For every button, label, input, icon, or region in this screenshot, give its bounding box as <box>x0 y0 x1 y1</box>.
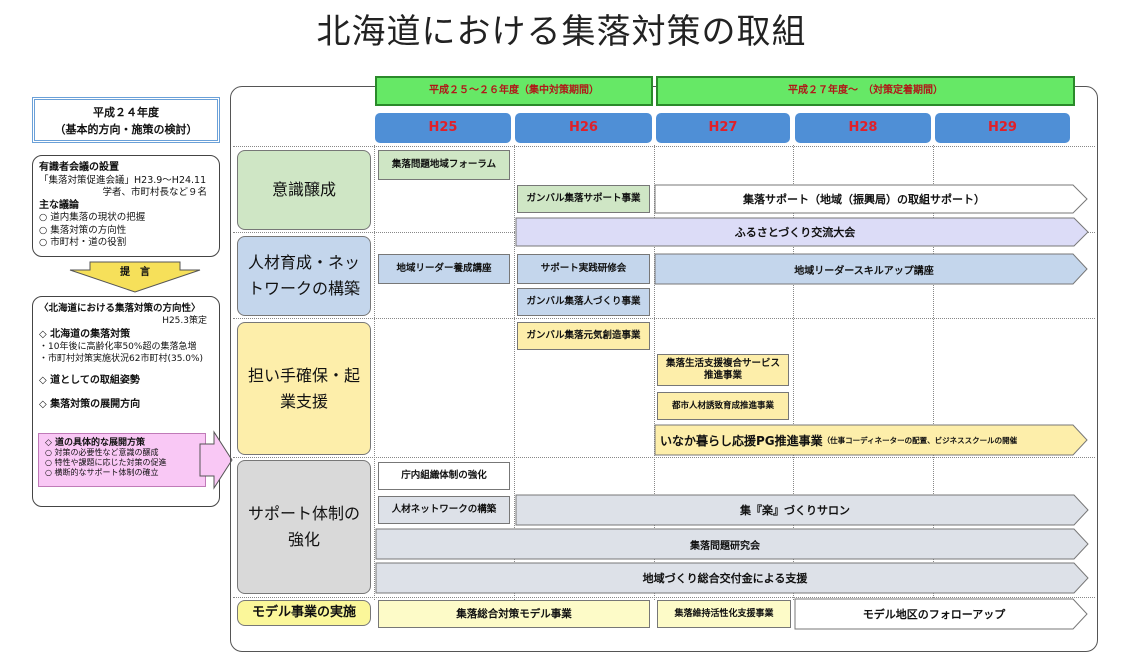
page-title: 北海道における集落対策の取組 <box>316 12 807 52</box>
policy-box: 〈北海道における集落対策の方向性〉 H25.3策定 ◇ 北海道の集落対策 ・10… <box>32 296 220 507</box>
arrow-support-label: 集落サポート（地域（振興局）の取組サポート） <box>743 193 985 206</box>
arrow-support <box>654 184 1088 214</box>
arrow-furusato <box>515 217 1089 247</box>
inaka-title: いなか暮らし応援PG推進事業 <box>660 433 823 448</box>
big-right-arrow <box>199 430 234 494</box>
period-established: 平成２７年度～ （対策定着期間） <box>656 76 1075 106</box>
year-h27: H27 <box>656 113 790 143</box>
category-human-resources: 人材育成・ネットワークの構築 <box>237 236 371 316</box>
grid-line <box>233 457 1095 458</box>
item-ganbaru-genki: ガンバル集落元気創造事業 <box>517 322 650 350</box>
item-network: 人材ネットワークの構築 <box>378 496 510 524</box>
grid-line <box>233 146 1095 147</box>
policy-item: ・市町村対策実施状況62市町村(35.0%) <box>39 354 204 364</box>
category-support-system: サポート体制の強化 <box>237 460 371 594</box>
arrow-inaka-label: いなか暮らし応援PG推進事業 （仕事コーディネーターの配置、ビジネススクールの開… <box>660 425 1075 455</box>
item-ganbaru-support: ガンバル集落サポート事業 <box>517 185 650 213</box>
policy-sec2: ◇ 道としての取組姿勢 <box>39 375 140 386</box>
item-life-support: 集落生活支援複合サービス推進事業 <box>657 354 789 386</box>
council-item: ○ 道内集落の現状の把握 <box>39 212 146 223</box>
period-concentrated: 平成２５～２６年度（集中対策期間） <box>375 76 653 106</box>
h24-subtitle: （基本的方向・施策の検討） <box>54 123 198 136</box>
year-h26: H26 <box>515 113 652 143</box>
inaka-subtitle: （仕事コーディネーターの配置、ビジネススクールの開催 <box>822 435 1018 445</box>
item-forum: 集落問題地域フォーラム <box>378 150 510 180</box>
arrow-followup-label: モデル地区のフォローアップ <box>862 608 1006 621</box>
arrow-leader-skill-label: 地域リーダースキルアップ講座 <box>794 265 934 277</box>
grid-line <box>233 318 1095 319</box>
arrow-grant-label: 地域づくり総合交付金による支援 <box>642 572 808 585</box>
year-h29: H29 <box>935 113 1070 143</box>
grid-line <box>793 145 794 600</box>
policy-title: 〈北海道における集落対策の方向性〉 <box>39 303 201 314</box>
measure-item: ○ 対策の必要性など意識の醸成 <box>45 448 159 457</box>
h24-box: 平成２４年度 （基本的方向・施策の検討） <box>32 97 220 143</box>
policy-date: H25.3策定 <box>162 316 207 326</box>
category-awareness: 意識醸成 <box>237 150 371 230</box>
council-item: ○ 市町村・道の役割 <box>39 237 127 248</box>
policy-sec4: ◇ 道の具体的な展開方策 <box>45 438 146 448</box>
arrow-research <box>375 528 1089 560</box>
measure-item: ○ 横断的なサポート体制の確立 <box>45 468 159 477</box>
policy-item: ・10年後に高齢化率50%超の集落急増 <box>39 342 197 352</box>
grid-line <box>933 145 934 600</box>
item-support-training: サポート実践研修会 <box>517 254 650 284</box>
category-model-project: モデル事業の実施 <box>237 600 371 626</box>
item-leader-training: 地域リーダー養成講座 <box>378 254 510 284</box>
proposal-arrow: 提 言 <box>60 261 210 298</box>
grid-line <box>374 145 375 600</box>
arrow-salon-label: 集『楽』づくりサロン <box>740 504 850 517</box>
grid-line <box>514 145 515 600</box>
arrow-salon <box>515 494 1089 526</box>
year-h25: H25 <box>375 113 511 143</box>
council-title: 有識者会議の設置 <box>39 162 119 173</box>
item-urban-talent: 都市人材誘致育成推進事業 <box>657 392 789 420</box>
item-model: 集落総合対策モデル事業 <box>378 600 650 628</box>
grid-line <box>233 597 1095 598</box>
item-maintain: 集落維持活性化支援事業 <box>657 600 791 628</box>
year-h28: H28 <box>795 113 931 143</box>
arrow-research-label: 集落問題研究会 <box>690 540 760 552</box>
concrete-measures-box: ◇ 道の具体的な展開方策 ○ 対策の必要性など意識の醸成 ○ 特性や課題に応じた… <box>38 433 206 487</box>
item-internal: 庁内組織体制の強化 <box>378 462 510 490</box>
council-line1: 「集落対策促進会議」H23.9～H24.11 <box>39 174 207 186</box>
grid-line <box>654 145 655 600</box>
council-discuss: 主な議論 <box>39 199 79 211</box>
h24-title: 平成２４年度 <box>93 106 159 119</box>
category-workforce: 担い手確保・起業支援 <box>237 322 371 455</box>
arrow-furusato-label: ふるさとづくり交流大会 <box>734 226 856 239</box>
arrow-grant <box>375 562 1089 594</box>
arrow-leader-skill <box>654 253 1088 285</box>
council-box: 有識者会議の設置 「集落対策促進会議」H23.9～H24.11 学者、市町村長な… <box>32 155 220 257</box>
council-line2: 学者、市町村長など９名 <box>102 187 207 198</box>
measure-item: ○ 特性や課題に応じた対策の促進 <box>45 458 167 467</box>
policy-sec1: ◇ 北海道の集落対策 <box>39 329 131 340</box>
proposal-label: 提 言 <box>120 267 150 278</box>
policy-sec3: ◇ 集落対策の展開方向 <box>39 399 141 410</box>
item-ganbaru-hito: ガンバル集落人づくり事業 <box>517 288 650 316</box>
arrow-followup <box>794 598 1088 630</box>
arrow-inaka <box>654 424 1088 456</box>
council-item: ○ 集落対策の方向性 <box>39 224 127 236</box>
